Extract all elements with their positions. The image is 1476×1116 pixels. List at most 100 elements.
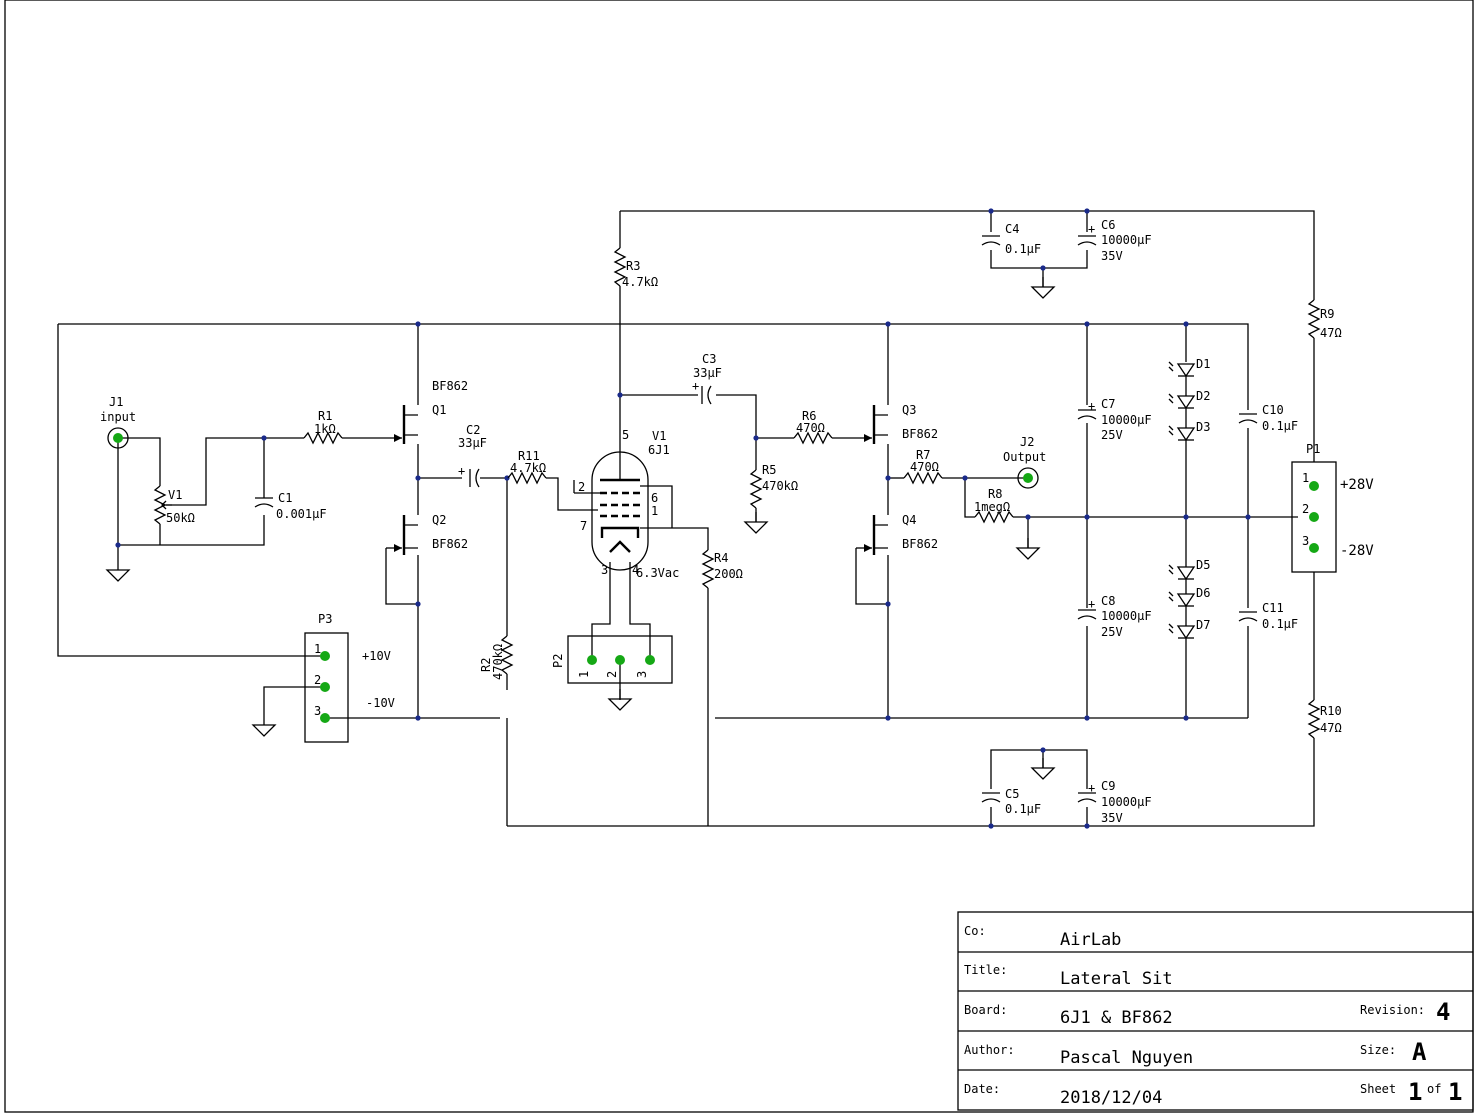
svg-text:1kΩ: 1kΩ bbox=[314, 422, 336, 436]
svg-text:R7: R7 bbox=[916, 448, 930, 462]
size-label: Size: bbox=[1360, 1043, 1396, 1057]
svg-text:2: 2 bbox=[314, 673, 321, 687]
svg-text:2: 2 bbox=[605, 671, 619, 678]
board-label: Board: bbox=[964, 1003, 1007, 1017]
svg-text:R10: R10 bbox=[1320, 704, 1342, 718]
vacuum-tube-v1: 5 2 6 1 7 3 4 V1 6J1 6.3Vac bbox=[573, 428, 679, 580]
svg-text:470kΩ: 470kΩ bbox=[762, 479, 798, 493]
title-block: Co: AirLab Title: Lateral Sit Board: 6J1… bbox=[957, 911, 1474, 1111]
resistor-r9: R9 47Ω bbox=[1308, 299, 1342, 340]
svg-text:C9: C9 bbox=[1101, 779, 1115, 793]
j1-name: input bbox=[100, 410, 136, 424]
capacitor-c11: C11 0.1µF bbox=[1238, 601, 1298, 631]
svg-text:4: 4 bbox=[632, 563, 639, 577]
author-label: Author: bbox=[964, 1043, 1015, 1057]
svg-text:D7: D7 bbox=[1196, 618, 1210, 632]
svg-text:3: 3 bbox=[314, 704, 321, 718]
resistor-r10: R10 47Ω bbox=[1308, 699, 1342, 739]
sheet-label: Sheet bbox=[1360, 1082, 1396, 1096]
svg-text:R11: R11 bbox=[518, 449, 540, 463]
svg-text:0.1µF: 0.1µF bbox=[1005, 802, 1041, 816]
resistor-r6: R6 470Ω bbox=[793, 409, 833, 444]
svg-text:3: 3 bbox=[601, 563, 608, 577]
svg-text:50kΩ: 50kΩ bbox=[166, 511, 195, 525]
svg-text:10000µF: 10000µF bbox=[1101, 233, 1152, 247]
svg-text:10000µF: 10000µF bbox=[1101, 609, 1152, 623]
svg-text:R8: R8 bbox=[988, 487, 1002, 501]
svg-text:+: + bbox=[458, 464, 465, 478]
svg-text:C3: C3 bbox=[702, 352, 716, 366]
connector-p2: 1 2 3 P2 bbox=[551, 635, 673, 684]
svg-text:0.1µF: 0.1µF bbox=[1005, 242, 1041, 256]
svg-text:C1: C1 bbox=[278, 491, 292, 505]
svg-text:33µF: 33µF bbox=[458, 436, 487, 450]
svg-text:D3: D3 bbox=[1196, 420, 1210, 434]
svg-text:+10V: +10V bbox=[362, 649, 391, 663]
svg-text:C8: C8 bbox=[1101, 594, 1115, 608]
svg-text:R1: R1 bbox=[318, 409, 332, 423]
size-value: A bbox=[1412, 1038, 1427, 1066]
resistor-r2: R2 470kΩ bbox=[479, 635, 513, 680]
svg-text:6J1: 6J1 bbox=[648, 443, 670, 457]
jfet-q4: Q4 BF862 bbox=[856, 513, 938, 555]
svg-text:+: + bbox=[692, 379, 699, 393]
capacitor-c9: + C9 10000µF 35V bbox=[1077, 779, 1152, 825]
svg-text:4.7kΩ: 4.7kΩ bbox=[622, 275, 658, 289]
jfet-q1: BF862 Q1 bbox=[390, 379, 468, 444]
svg-text:R3: R3 bbox=[626, 259, 640, 273]
led-string-lower: D5 D6 D7 bbox=[1168, 558, 1210, 639]
svg-text:1: 1 bbox=[651, 504, 658, 518]
connector-j1: J1 input bbox=[100, 395, 136, 449]
capacitor-c5: C5 0.1µF bbox=[981, 787, 1041, 816]
svg-text:25V: 25V bbox=[1101, 625, 1123, 639]
svg-text:P1: P1 bbox=[1306, 442, 1320, 456]
svg-text:V1: V1 bbox=[652, 429, 666, 443]
svg-text:R6: R6 bbox=[802, 409, 816, 423]
svg-text:0.1µF: 0.1µF bbox=[1262, 617, 1298, 631]
svg-text:R4: R4 bbox=[714, 551, 728, 565]
svg-text:3: 3 bbox=[1302, 534, 1309, 548]
sheet-border bbox=[4, 0, 1474, 1113]
svg-text:R2: R2 bbox=[479, 658, 493, 672]
date-label: Date: bbox=[964, 1082, 1000, 1096]
svg-text:6.3Vac: 6.3Vac bbox=[636, 566, 679, 580]
jfet-q2: Q2 BF862 bbox=[386, 513, 468, 555]
svg-text:470Ω: 470Ω bbox=[796, 421, 825, 435]
svg-text:BF862: BF862 bbox=[902, 427, 938, 441]
svg-text:0.001µF: 0.001µF bbox=[276, 507, 327, 521]
j1-ref: J1 bbox=[109, 395, 123, 409]
svg-text:47Ω: 47Ω bbox=[1320, 326, 1342, 340]
svg-text:V1: V1 bbox=[168, 488, 182, 502]
svg-text:C6: C6 bbox=[1101, 218, 1115, 232]
resistor-r5: R5 470kΩ bbox=[750, 463, 798, 509]
led-string-upper: D1 D2 D3 bbox=[1168, 357, 1210, 441]
capacitor-c7: + C7 10000µF 25V bbox=[1077, 397, 1152, 442]
resistor-r3: R3 4.7kΩ bbox=[614, 247, 658, 289]
co-label: Co: bbox=[964, 924, 986, 938]
resistor-r4: R4 200Ω bbox=[702, 549, 743, 589]
resistor-r7: R7 470Ω bbox=[903, 448, 943, 484]
svg-text:+: + bbox=[1088, 222, 1095, 236]
svg-text:25V: 25V bbox=[1101, 428, 1123, 442]
of-label: of bbox=[1427, 1082, 1441, 1096]
capacitor-c1: C1 0.001µF bbox=[254, 491, 327, 521]
svg-text:3: 3 bbox=[635, 671, 649, 678]
svg-text:Q4: Q4 bbox=[902, 513, 916, 527]
svg-text:10000µF: 10000µF bbox=[1101, 795, 1152, 809]
svg-text:C2: C2 bbox=[466, 423, 480, 437]
svg-text:C7: C7 bbox=[1101, 397, 1115, 411]
svg-text:2: 2 bbox=[578, 480, 585, 494]
svg-text:+: + bbox=[1088, 781, 1095, 795]
svg-text:10000µF: 10000µF bbox=[1101, 413, 1152, 427]
svg-text:2: 2 bbox=[1302, 502, 1309, 516]
revision-value: 4 bbox=[1436, 998, 1450, 1026]
svg-text:R9: R9 bbox=[1320, 307, 1334, 321]
svg-text:+28V: +28V bbox=[1340, 477, 1374, 493]
svg-text:D5: D5 bbox=[1196, 558, 1210, 572]
svg-text:P2: P2 bbox=[551, 654, 565, 668]
capacitor-c10: C10 0.1µF bbox=[1238, 403, 1298, 433]
capacitor-c6: + C6 10000µF 35V bbox=[1077, 218, 1152, 263]
svg-text:33µF: 33µF bbox=[693, 366, 722, 380]
svg-text:35V: 35V bbox=[1101, 249, 1123, 263]
